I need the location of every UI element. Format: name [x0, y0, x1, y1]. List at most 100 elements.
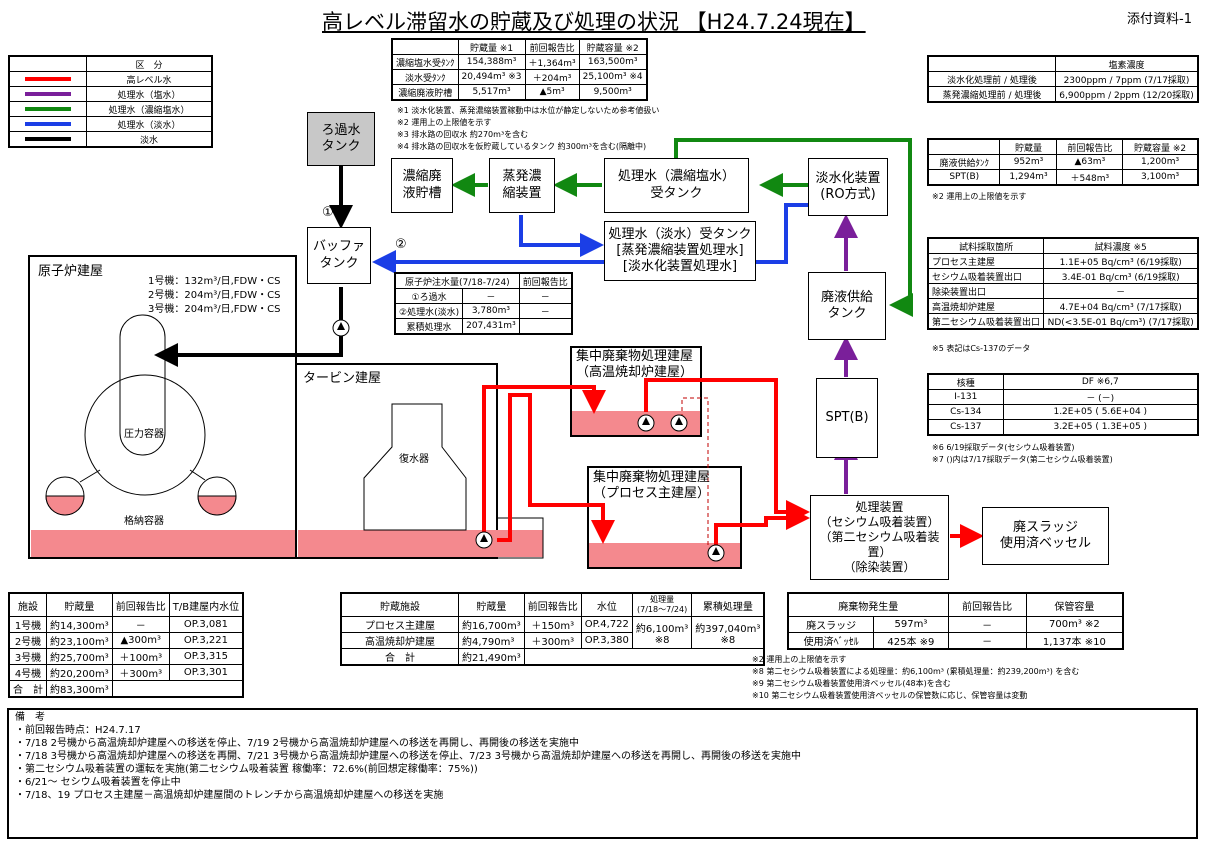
waste-notes: ※2 運用上の上限値を示す ※8 第二セシウム吸着装置による処理量：約6,100…	[752, 654, 1079, 702]
legend-label: 処理水（塩水）	[86, 86, 213, 102]
table-cell: 第二セシウム吸着装置出口	[927, 313, 1045, 330]
table-header: 前回報告比	[518, 272, 573, 289]
table-header: 貯蔵容量 ※2	[578, 38, 648, 55]
table-cell: 1.1E+05 Bq/cm³ (6/19採取)	[1043, 253, 1199, 269]
note-line: ※4 排水路の回収水を仮貯蔵しているタンク 約300m³を含む(隔離中)	[397, 142, 647, 151]
table-cell: 約25,700m³	[46, 648, 113, 665]
spt-b-tank: SPT(B)	[816, 378, 878, 458]
table-cell: 約83,300m³	[46, 680, 113, 698]
table-cell: 約20,200m³	[46, 664, 113, 681]
table-cell: 5,517m³	[457, 84, 526, 101]
remark-line: ・第二セシウム吸着装置の運転を実施(第二セシウム吸着装置 稼働率：72.6%(前…	[15, 764, 478, 775]
table-cell: 3号機	[8, 648, 47, 665]
note-line: ※2 運用上の上限値を示す	[397, 118, 492, 127]
table-cell: Cs-137	[927, 419, 1004, 436]
table-cell: ②処理水(淡水)	[394, 303, 464, 319]
table-cell: 207,431m³	[462, 318, 520, 335]
note-line: ※9 第二セシウム吸着装置使用済ベッセル(48本)を含む	[752, 679, 951, 688]
table-cell: －	[111, 616, 170, 633]
table-cell: 約16,700m³	[458, 616, 525, 633]
remark-line: ・7/18 3号機から高温焼却炉建屋への移送を再開、7/21 3号機から高温焼却…	[15, 751, 801, 762]
table-cell: ＋100m³	[111, 648, 170, 665]
legend-label: 処理水（淡水）	[86, 116, 213, 132]
table-cell: －	[947, 616, 1027, 633]
table-cell: 累積処理水	[394, 318, 464, 335]
waste-supply-tank: 廃液供給 タンク	[808, 272, 886, 340]
note-line: ※10 第二セシウム吸着装置使用済ベッセルの保管数に応じ、保管容量は変動	[752, 691, 1028, 700]
note-line: ※6 6/19採取データ(セシウム吸着装置)	[932, 443, 1075, 452]
facility-storage-table: 貯蔵施設 貯蔵量 前回報告比 水位 処理量 (7/18～7/24) 累積処理量 …	[340, 592, 766, 666]
reactor-water-table: 原子炉注水量(7/18-7/24)前回報告比 ①ろ過水－－ ②処理水(淡水)3,…	[394, 272, 573, 335]
legend-label: 高レベル水	[86, 71, 213, 87]
table-cell: －	[947, 632, 1027, 650]
table-cell: 154,388m³	[457, 54, 526, 70]
table-cell: Cs-134	[927, 404, 1004, 420]
table-cell: 1,137本 ※10	[1025, 632, 1124, 650]
table-cell: 700m³ ※2	[1025, 616, 1124, 633]
table-cell: 2号機	[8, 632, 47, 649]
table-cell: 使用済ﾍﾞｯｾﾙ	[787, 632, 875, 650]
table-cell: 6,900ppm / 2ppm (12/20採取)	[1055, 86, 1199, 103]
remarks-box: 備 考 ・前回報告時点：H24.7.17 ・7/18 2号機から高温焼却炉建屋へ…	[7, 708, 1198, 839]
table-cell: OP.4,722	[580, 616, 633, 633]
df-notes: ※6 6/19採取データ(セシウム吸着装置) ※7 ()内は7/17採取データ(…	[932, 442, 1113, 466]
table-header: 前回報告比	[947, 592, 1027, 617]
remark-line: ・6/21～ セシウム吸着装置を停止中	[15, 777, 181, 788]
evaporator-unit: 蒸発濃 縮装置	[489, 158, 555, 213]
table-cell: 163,500m³	[578, 54, 648, 70]
table-cell: セシウム吸着装置出口	[927, 268, 1045, 284]
table-cell: 約397,040m³ ※8	[691, 616, 765, 649]
table-cell: 約4,790m³	[458, 632, 525, 649]
table-header: 試料濃度 ※5	[1043, 237, 1199, 254]
table-header: 貯蔵量	[46, 592, 113, 617]
reactor-building-label: 原子炉建屋	[38, 264, 104, 279]
table-header: 前回報告比	[1056, 138, 1124, 155]
table-cell: ＋548m³	[1056, 169, 1124, 186]
concentrated-waste-tank: 濃縮廃 液貯槽	[391, 158, 453, 213]
incinerator-building-label: 集中廃棄物処理建屋 （高温焼却炉建屋）	[576, 349, 694, 380]
sludge-vessel-box: 廃スラッジ 使用済ベッセル	[982, 507, 1109, 565]
treatment-unit: 処理装置 （セシウム吸着装置） （第二セシウム吸着装置） （除染装置）	[810, 495, 949, 580]
sample-note: ※5 表記はCs-137のデータ	[932, 344, 1031, 353]
table-header: 廃棄物発生量	[787, 592, 949, 617]
note-line: ※8 第二セシウム吸着装置による処理量：約6,100m³ (累積処理量：約239…	[752, 667, 1080, 676]
table-header: 貯蔵容量 ※2	[1122, 138, 1199, 155]
table-header: 処理量 (7/18～7/24)	[631, 592, 693, 617]
table-cell: 425本 ※9	[873, 632, 949, 650]
table-header: 試料採取箇所	[927, 237, 1045, 254]
table-cell: 合 計	[8, 680, 47, 698]
table-cell: 廃液供給ﾀﾝｸ	[927, 154, 1001, 170]
table-cell: SPT(B)	[927, 169, 1001, 186]
reactor-water-level	[31, 530, 295, 557]
table-cell: 淡水受ﾀﾝｸ	[391, 69, 459, 85]
table-cell: ①ろ過水	[394, 288, 464, 304]
table-cell: I-131	[927, 389, 1004, 405]
table-cell: ▲300m³	[111, 632, 170, 649]
table-cell: ▲5m³	[524, 84, 580, 101]
attachment-label: 添付資料-1	[1127, 12, 1192, 27]
table-header: 水位	[580, 592, 633, 617]
ro-desalination-unit: 淡水化装置 (RO方式)	[808, 158, 888, 216]
table-header: 貯蔵量	[999, 138, 1058, 155]
note-line: 3号機：204m³/日,FDW・CS	[148, 304, 281, 315]
pressure-vessel-label: 圧力容器	[124, 429, 164, 440]
page-title: 高レベル滞留水の貯蔵及び処理の状況 【H24.7.24現在】	[322, 10, 866, 34]
remark-line: ・7/18、19 プロセス主建屋－高温焼却炉建屋間のトレンチから高温焼却炉建屋へ…	[15, 790, 444, 801]
fresh-tank-sub: [蒸発濃縮装置処理水]	[616, 242, 744, 258]
process-building-label: 集中廃棄物処理建屋 （プロセス主建屋）	[593, 470, 711, 501]
table-header: 前回報告比	[523, 592, 582, 617]
table-header: 原子炉注水量(7/18-7/24)	[394, 272, 520, 289]
legend-table: 区 分 高レベル水 処理水（塩水） 処理水（濃縮塩水） 処理水（淡水） 淡水	[8, 55, 213, 148]
table-cell: ND(<3.5E-01 Bq/cm³) (7/17採取)	[1043, 313, 1199, 330]
table-cell: 1,294m³	[999, 169, 1058, 186]
table-cell: 9,500m³	[578, 84, 648, 101]
table-cell: 20,494m³ ※3	[457, 69, 526, 85]
table-cell: ＋1,364m³	[524, 54, 580, 70]
table-header: 前回報告比	[524, 38, 580, 55]
table-cell: －	[462, 288, 520, 304]
table-header: DF ※6,7	[1002, 373, 1199, 390]
table-cell: 3.2E+05 ( 1.3E+05 )	[1002, 419, 1199, 436]
